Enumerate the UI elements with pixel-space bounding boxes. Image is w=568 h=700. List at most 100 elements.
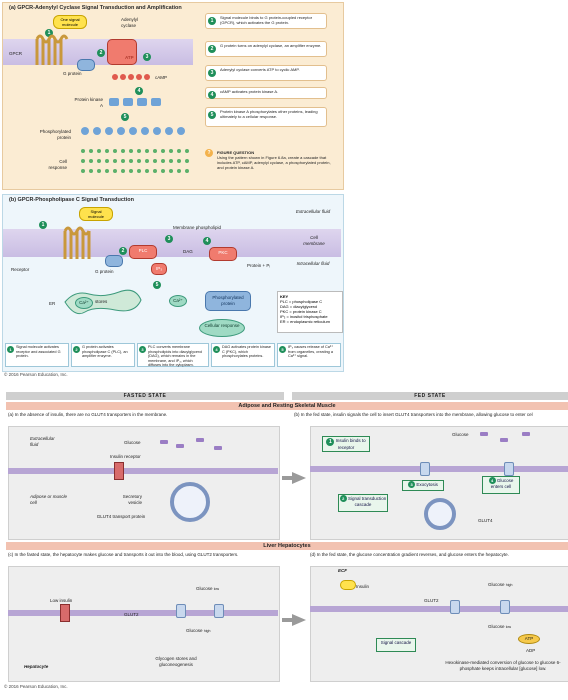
atp-label: ATP [125, 55, 134, 60]
step-2-number: 2 [208, 45, 216, 53]
glucose-molecule-2 [176, 444, 184, 448]
gpcr-receptor [35, 34, 69, 65]
insulin-receptor-label: Insulin receptor [110, 454, 141, 459]
stores-label: stores [95, 299, 108, 304]
d-glucose-high-text: Glucose [488, 582, 505, 587]
panel-a: (a) GPCR-Adenylyl Cyclase Signal Transdu… [2, 2, 344, 190]
glucose-molecule-3 [196, 438, 204, 442]
camp-label: cAMP [155, 75, 168, 80]
g-protein-b [105, 255, 123, 267]
protein-kinase-a-label: Protein kinase A [74, 97, 103, 108]
copyright-bottom: © 2016 Pearson Education, Inc. [4, 684, 68, 689]
figure-question-text: Using the pattern shown in Figure 6.8a, … [217, 155, 331, 170]
hexokinase-text: Hexokinase-mediated conversion of glucos… [445, 660, 561, 671]
step-2-text: 2 G protein turns on adenylyl cyclase, an… [205, 41, 327, 57]
key-pkc: PKC = protein kinase C [280, 309, 322, 314]
fed-glucose-label: Glucose [452, 432, 469, 437]
transition-arrow-2 [292, 614, 306, 626]
panel-a-title: (a) GPCR-Adenylyl Cyclase Signal Transdu… [9, 5, 182, 11]
receptor-label: Receptor [11, 267, 30, 272]
fed-step-1: 1 [326, 438, 335, 446]
b-step-2-marker: 2 [119, 247, 127, 255]
g-protein-label: G protein [63, 71, 82, 76]
fed-step-3: 3 [408, 481, 416, 488]
hepatocyte-label: Hepatocyte [24, 664, 49, 669]
step-5-marker: 5 [121, 113, 129, 121]
b-caption-1-text: Signal molecule activates receptor and a… [16, 345, 61, 359]
cellular-response: Cellular response [199, 319, 245, 337]
b-caption-3-text: PLC converts membrane phospholipids into… [148, 345, 203, 368]
adipose-header: Adipose and Resting Skeletal Muscle [6, 402, 568, 410]
fed-step-4: 4 [488, 477, 496, 484]
d-glut2-label: GLUT2 [424, 598, 439, 603]
adenylyl-cyclase [107, 39, 137, 65]
insulin-label: Insulin [356, 584, 370, 589]
step-1-marker: 1 [45, 29, 53, 37]
key-dag: DAG = diacylglycerol [280, 304, 318, 309]
insulin-receptor [114, 462, 124, 480]
glut4-inserted-1 [420, 462, 430, 476]
glycogen-label: Glycogen stores and gluconeogenesis [155, 656, 197, 667]
transition-arrow-1-bar [282, 476, 294, 480]
b-caption-5-number: 5 [279, 346, 286, 353]
glucose-enters-text: Glucose enters cell [490, 478, 514, 489]
step-2-marker: 2 [97, 49, 105, 57]
er-label: ER [49, 301, 56, 306]
b-caption-3-number: 3 [139, 346, 146, 353]
b-caption-2-number: 2 [73, 346, 80, 353]
ca-stores: Ca²⁺ [75, 297, 93, 309]
gpcr-label: GPCR [9, 51, 23, 56]
liver-header: Liver Hepatocytes [6, 542, 568, 550]
signal-molecule-label: One signal molecule [53, 15, 87, 29]
d-high-text: high [505, 583, 513, 587]
question-d: (d) In the fed state, the glucose concen… [310, 552, 509, 557]
glut4-label: GLUT4 [478, 518, 493, 523]
low-insulin-label: Low insulin [50, 598, 73, 603]
figure-question-icon: ? [205, 149, 213, 157]
phosphorylated-protein-row [81, 127, 185, 135]
glucose-low-label: Glucose low [196, 586, 219, 593]
glut2-1 [176, 604, 186, 618]
intracellular-label: Intracellular fluid [296, 261, 330, 266]
figure-question-title: FIGURE QUESTION [217, 150, 255, 155]
fed-membrane [310, 466, 568, 472]
signal-transduction-text: Signal transduction cascade [347, 496, 387, 507]
insulin-molecule [340, 580, 356, 590]
receptor-b [63, 226, 91, 259]
insulin-binds-box: 1 Insulin binds to receptor [322, 436, 370, 452]
cell-membrane-label: Cell membrane [303, 235, 325, 246]
step-4-marker: 4 [135, 87, 143, 95]
insulin-binds-text: Insulin binds to receptor [335, 438, 366, 450]
protein-kinase-a-row [109, 98, 161, 106]
signal-transduction-box: 2 Signal transduction cascade [338, 494, 388, 512]
d-glucose-high-label: Glucose high [488, 582, 512, 589]
adp-label: ADP [526, 648, 536, 653]
adipose-cell-label: Adipose or muscle cell [30, 494, 68, 505]
low-text: low [213, 587, 220, 591]
phosphorylated-protein-b: Phosphorylated protein [205, 291, 251, 311]
copyright-top: © 2016 Pearson Education, Inc. [4, 372, 68, 377]
cell-response-label: Cell response [48, 159, 67, 170]
panel-b: (b) GPCR-Phospholipase C Signal Transduc… [2, 194, 344, 372]
fasted-liver-panel [8, 566, 280, 682]
b-caption-1-number: 1 [7, 346, 14, 353]
adenylyl-cyclase-label: Adenylyl cyclase [121, 17, 139, 28]
step-3-marker: 3 [143, 53, 151, 61]
step-2-desc: G protein turns on adenylyl cyclase, an … [220, 43, 322, 48]
b-caption-4-text: DAG activates protein kinase C (PKC), wh… [222, 345, 271, 359]
step-3-number: 3 [208, 69, 216, 77]
b-step-5-marker: 5 [153, 281, 161, 289]
b-caption-5-text: IP₃ causes release of Ca²⁺ from organell… [288, 345, 334, 359]
glucose-high-label: Glucose high [186, 628, 210, 635]
secretory-vesicle [170, 482, 210, 522]
fed-glucose-1 [480, 432, 488, 436]
g-protein-b-label: G protein [95, 269, 114, 274]
cell-response-dots [81, 149, 189, 173]
glucose-molecule-1 [160, 440, 168, 444]
b-caption-4-number: 4 [213, 346, 220, 353]
key-plc: PLC = phospholipase C [280, 299, 323, 304]
cell-membrane-b [3, 229, 341, 257]
